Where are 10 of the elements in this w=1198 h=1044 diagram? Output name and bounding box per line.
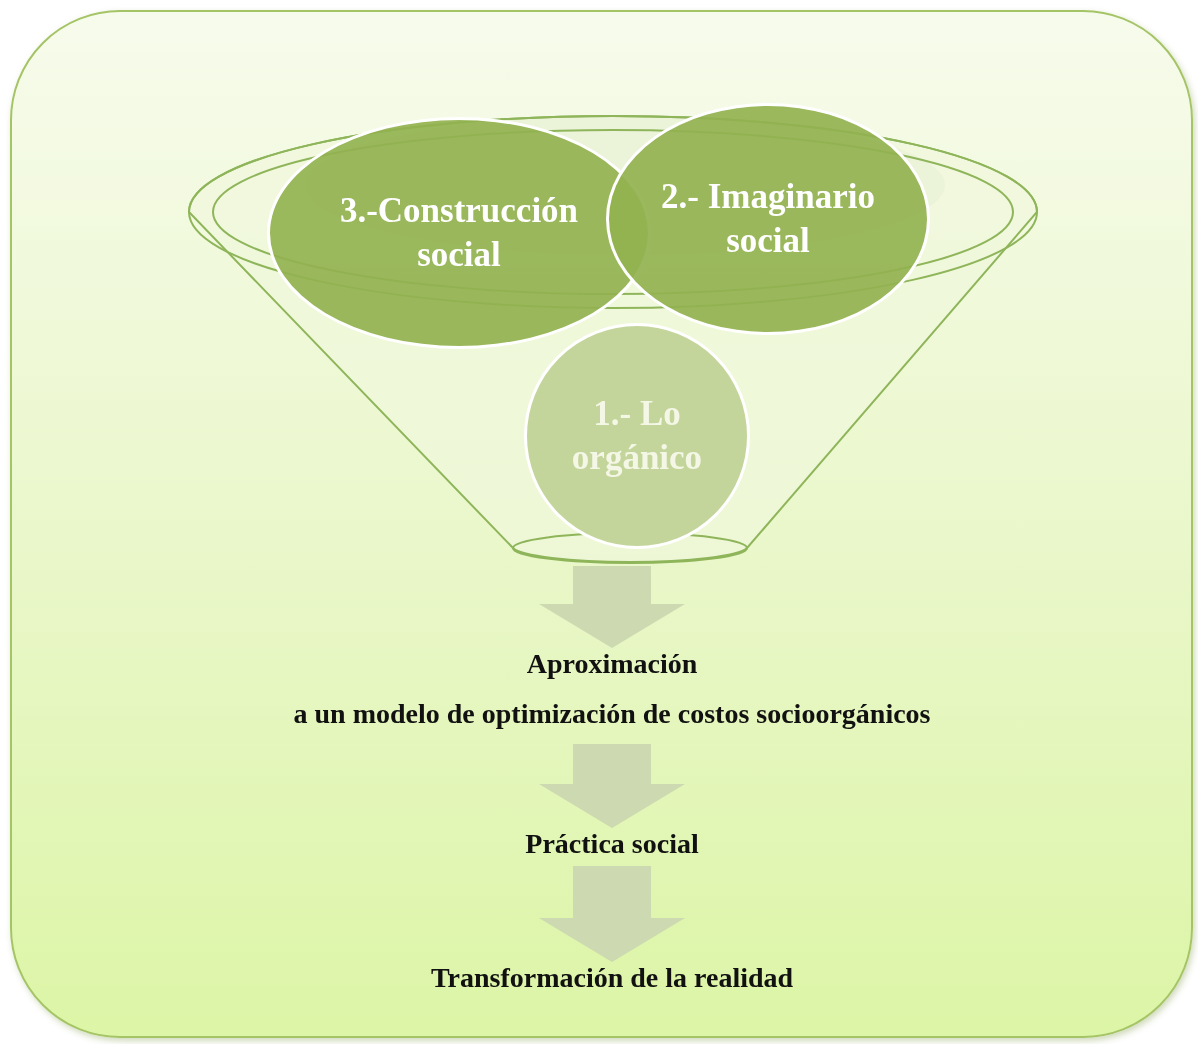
circle-label: 1.- Lo orgánico bbox=[570, 393, 704, 479]
flow-text: Práctica social bbox=[525, 828, 699, 860]
block-arrow bbox=[539, 744, 685, 828]
flow-text: Aproximación bbox=[526, 648, 698, 680]
circle-label: 2.- Imaginario social bbox=[660, 176, 876, 262]
flow-text: Transformación de la realidad bbox=[430, 962, 794, 994]
circle-label: 3.-Construcción social bbox=[338, 190, 580, 276]
flow-text: a un modelo de optimización de costos socioorgánicos bbox=[293, 698, 931, 730]
block-arrow bbox=[539, 866, 685, 962]
block-arrow bbox=[539, 566, 685, 648]
